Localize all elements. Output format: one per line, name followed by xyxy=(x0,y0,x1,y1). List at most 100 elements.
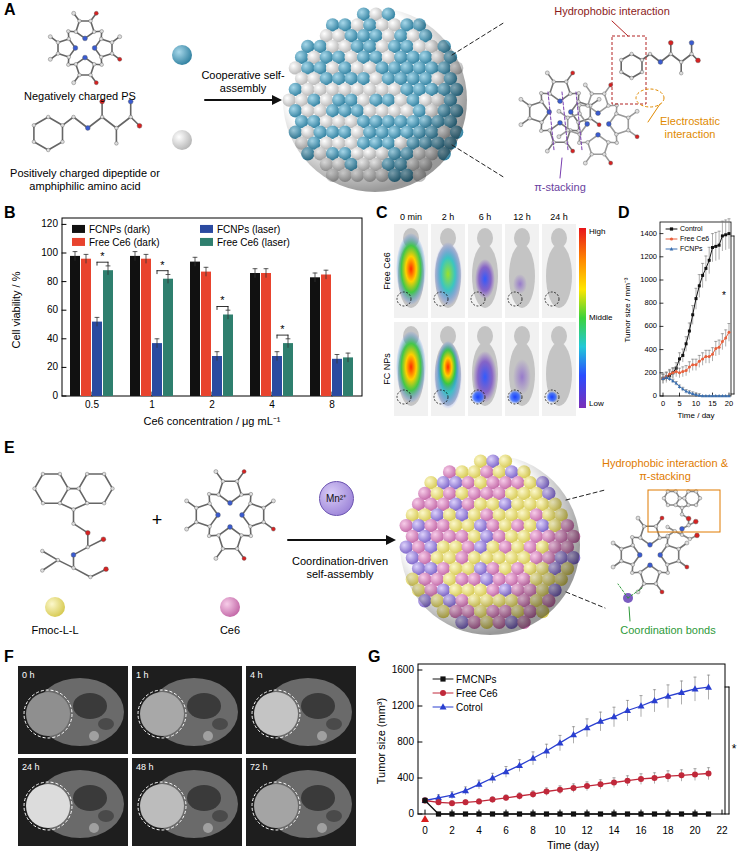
atom xyxy=(586,104,590,108)
atom xyxy=(99,37,103,41)
error-cap xyxy=(672,368,674,369)
atom xyxy=(74,62,78,66)
atom xyxy=(33,487,37,491)
bar xyxy=(212,356,222,396)
error-cap xyxy=(193,257,197,258)
data-marker xyxy=(625,811,630,816)
bond xyxy=(43,473,60,475)
atom xyxy=(67,63,71,67)
pi-stacking-line xyxy=(576,92,582,150)
data-marker xyxy=(651,697,658,703)
atom xyxy=(603,92,607,96)
atom xyxy=(101,537,106,542)
atom xyxy=(615,112,619,116)
spine xyxy=(203,823,213,833)
atom xyxy=(658,536,662,540)
error-bar xyxy=(97,317,98,326)
error-cap xyxy=(725,329,727,330)
error-bar xyxy=(692,306,693,324)
tumor-outline xyxy=(24,782,72,830)
atom xyxy=(688,537,692,541)
data-marker xyxy=(652,811,657,816)
significance-bracket xyxy=(734,236,735,394)
atom xyxy=(207,492,211,496)
atom xyxy=(249,502,253,506)
data-marker xyxy=(571,811,576,816)
legend-item: Free Ce6 xyxy=(456,687,498,699)
atom xyxy=(58,472,62,476)
bond xyxy=(63,117,74,125)
tick-mark xyxy=(62,367,66,368)
time-label: 48 h xyxy=(136,762,154,772)
data-marker xyxy=(724,233,727,236)
bond xyxy=(60,503,74,509)
tick-mark xyxy=(663,393,664,396)
atom xyxy=(67,487,71,491)
significance-bracket xyxy=(725,814,729,815)
atom xyxy=(609,161,613,165)
significance-bracket xyxy=(97,262,108,263)
organ xyxy=(187,785,221,811)
error-bar xyxy=(679,368,680,377)
time-label: 0 min xyxy=(400,212,422,222)
interaction-label: Coordination bonds xyxy=(620,624,715,637)
atom xyxy=(539,129,543,133)
error-cap xyxy=(692,359,694,360)
mri-frame xyxy=(246,758,356,846)
bar xyxy=(152,343,162,396)
bond xyxy=(237,481,241,494)
tumor xyxy=(26,692,70,736)
data-marker xyxy=(476,781,483,787)
data-marker xyxy=(449,791,456,797)
atom xyxy=(72,508,76,512)
tick-mark xyxy=(418,814,422,815)
tick-label: 16 xyxy=(635,825,646,837)
panel-letter: E xyxy=(4,439,15,457)
atom xyxy=(583,83,587,87)
error-bar xyxy=(719,231,720,259)
atom xyxy=(92,46,97,51)
atom xyxy=(642,582,646,586)
atom xyxy=(696,58,701,63)
time-label: 4 h xyxy=(250,670,263,680)
bar xyxy=(343,357,353,396)
error-cap xyxy=(711,347,713,348)
tumor-outline xyxy=(508,292,522,306)
bond xyxy=(88,539,104,547)
data-marker xyxy=(665,811,670,816)
tick-mark xyxy=(660,256,663,257)
atom xyxy=(615,141,619,145)
atom xyxy=(548,129,552,133)
tumor-outline xyxy=(397,292,411,306)
legend-text: FCNPs (dark) xyxy=(89,224,150,235)
data-marker xyxy=(530,791,536,797)
atom xyxy=(597,123,601,127)
atom xyxy=(72,115,76,119)
significance-bracket xyxy=(731,394,734,395)
data-marker xyxy=(422,798,427,803)
significance-bracket xyxy=(217,307,218,310)
data-marker xyxy=(638,702,645,708)
bar xyxy=(70,256,80,396)
atom xyxy=(683,496,687,500)
error-bar xyxy=(277,352,278,361)
axis-title: Time / day xyxy=(677,411,714,420)
error-bar xyxy=(689,362,690,372)
atom xyxy=(78,19,82,23)
legend-text: Control xyxy=(680,225,703,232)
data-marker xyxy=(440,676,445,681)
bond xyxy=(219,535,223,548)
data-marker xyxy=(688,391,691,394)
tick-label: 20 xyxy=(47,362,58,374)
atom xyxy=(48,35,52,39)
error-cap xyxy=(559,735,561,736)
bond xyxy=(79,489,87,504)
error-cap xyxy=(672,367,674,368)
data-marker xyxy=(705,683,712,689)
atom xyxy=(86,545,90,549)
significance-mark: * xyxy=(280,323,284,336)
hydrophobic-box xyxy=(612,36,646,104)
atom xyxy=(73,46,78,51)
error-bar xyxy=(157,339,158,348)
error-bar xyxy=(686,337,687,351)
